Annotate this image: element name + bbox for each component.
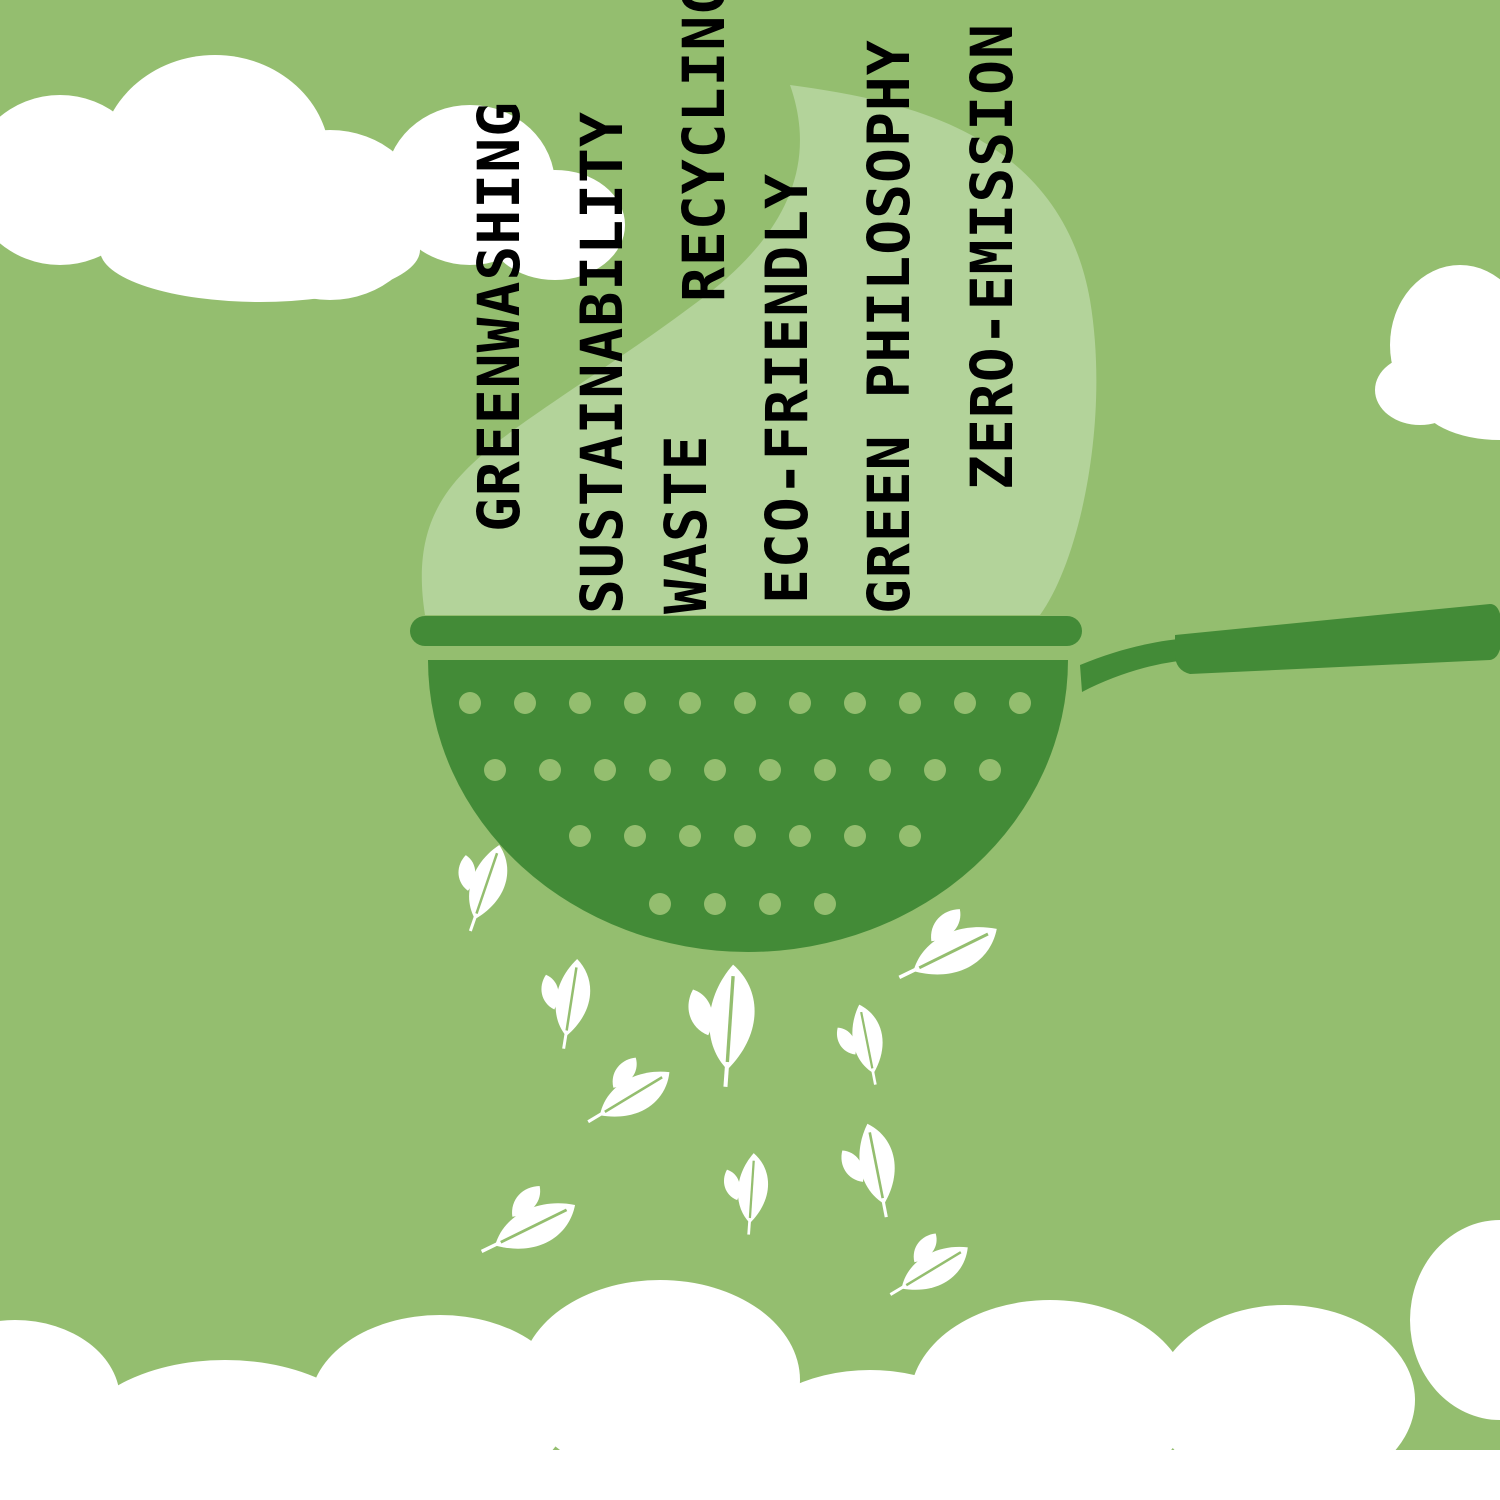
cloud-icon — [0, 1220, 1500, 1500]
word-sustainability: SUSTAINABILITY — [568, 111, 636, 614]
colander-icon — [410, 604, 1500, 952]
leaf-icon — [458, 845, 508, 932]
colander-hole — [814, 759, 836, 781]
colander-hole — [704, 893, 726, 915]
colander-hole — [679, 692, 701, 714]
word-recycling: RECYCLING — [670, 0, 738, 302]
cloud-icon — [1375, 265, 1500, 440]
word-waste: WASTE — [652, 434, 720, 614]
colander-hole — [814, 893, 836, 915]
word-eco-friendly: ECO-FRIENDLY — [753, 172, 821, 604]
colander-hole — [734, 825, 756, 847]
colander-hole — [459, 692, 481, 714]
leaf-icon — [898, 909, 997, 979]
leaf-icon — [541, 959, 591, 1049]
colander-hole — [679, 825, 701, 847]
falling-leaves — [458, 845, 997, 1296]
colander-hole — [594, 759, 616, 781]
colander-hole — [539, 759, 561, 781]
cloud-icon — [0, 55, 625, 302]
colander-hole — [899, 692, 921, 714]
leaf-icon — [841, 1123, 895, 1218]
colander-hole — [979, 759, 1001, 781]
colander-hole — [954, 692, 976, 714]
colander-hole — [899, 825, 921, 847]
colander-hole — [844, 825, 866, 847]
colander-hole — [569, 825, 591, 847]
word-zero-emission: ZERO-EMISSION — [958, 23, 1026, 490]
colander-hole — [514, 692, 536, 714]
colander-hole — [484, 759, 506, 781]
leaf-icon — [587, 1057, 670, 1124]
colander-hole — [789, 825, 811, 847]
leaf-icon — [688, 964, 755, 1087]
colander-hole — [759, 759, 781, 781]
leaf-icon — [836, 1004, 883, 1085]
word-green-philosophy: GREEN PHILOSOPHY — [855, 39, 923, 614]
colander-hole — [759, 893, 781, 915]
colander-hole — [869, 759, 891, 781]
colander-hole — [624, 825, 646, 847]
leaf-icon — [480, 1186, 576, 1253]
leaf-icon — [724, 1153, 769, 1235]
colander-hole — [649, 893, 671, 915]
colander-hole — [704, 759, 726, 781]
colander-hole — [649, 759, 671, 781]
colander-hole — [624, 692, 646, 714]
word-greenwashing: GREENWASHING — [465, 100, 533, 532]
colander-hole — [789, 692, 811, 714]
steam-plume — [421, 85, 1097, 615]
colander-holes — [459, 692, 1031, 915]
colander-hole — [924, 759, 946, 781]
colander-hole — [734, 692, 756, 714]
leaf-icon — [889, 1233, 968, 1296]
colander-hole — [844, 692, 866, 714]
colander-hole — [569, 692, 591, 714]
colander-hole — [1009, 692, 1031, 714]
